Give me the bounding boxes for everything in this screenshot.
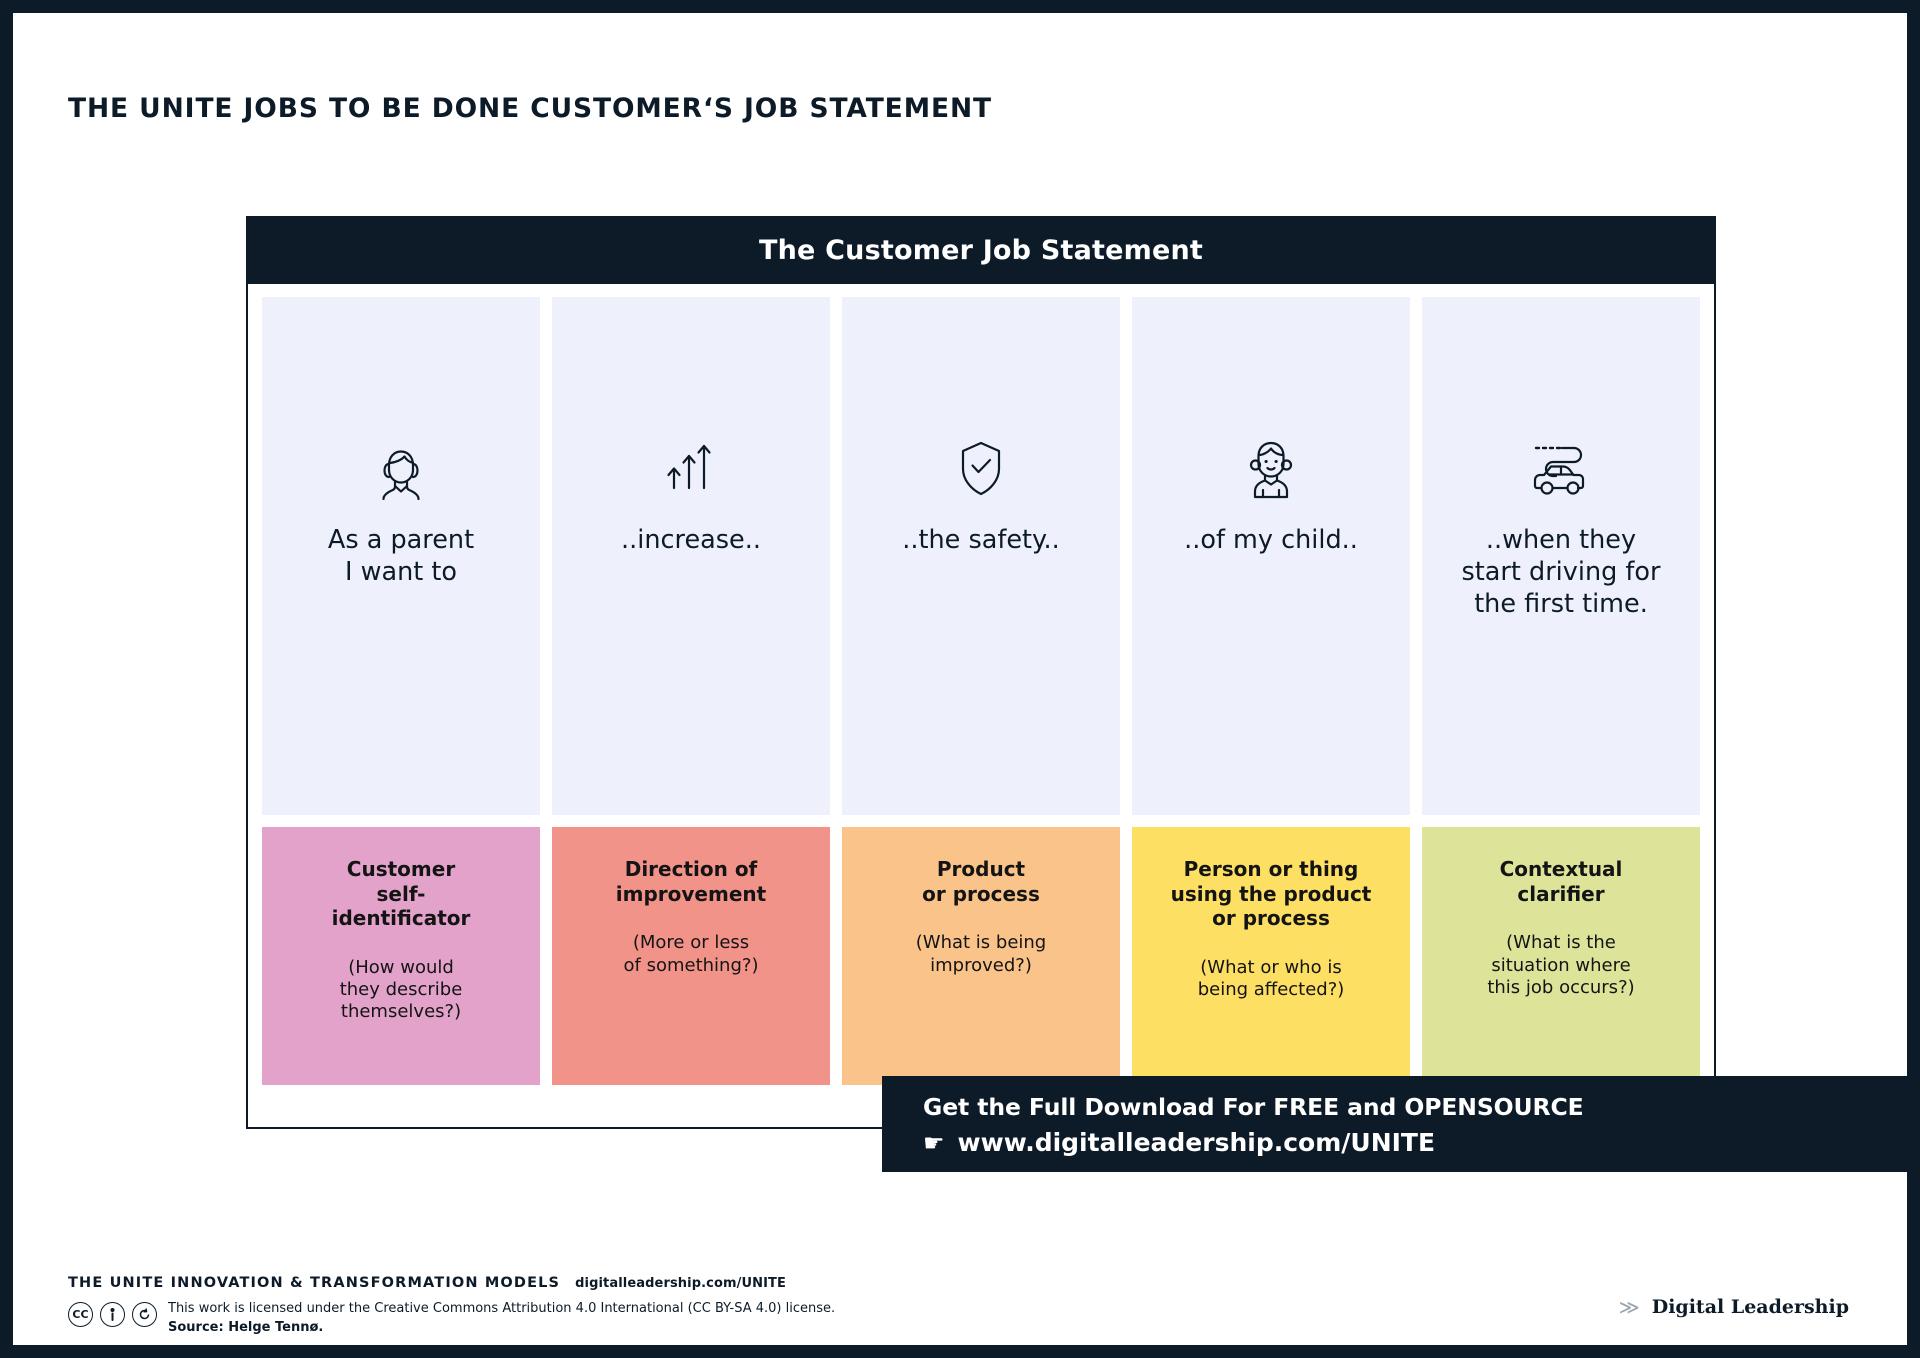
- column-5-label: Contextual clarifier: [1499, 857, 1623, 906]
- column-1-label-block: Customer self- identificator (How would …: [262, 827, 540, 1085]
- logo-text: Digital Leadership: [1651, 1296, 1849, 1318]
- footer-body: CC This work is: [68, 1300, 835, 1338]
- column-3-phrase: ..the safety..: [902, 525, 1060, 555]
- panel-header: The Customer Job Statement: [246, 216, 1716, 284]
- footer-url[interactable]: digitalleadership.com/UNITE: [575, 1276, 786, 1291]
- column-2-label: Direction of improvement: [615, 857, 767, 906]
- child-avatar-icon: [1245, 437, 1297, 501]
- page-title: THE UNITE JOBS TO BE DONE CUSTOMER‘S JOB…: [68, 93, 993, 124]
- footer: THE UNITE INNOVATION & TRANSFORMATION MO…: [68, 1275, 835, 1338]
- column-1-phrase: As a parent I want to: [327, 525, 475, 588]
- promo-url-row[interactable]: ☛ www.digitalleadership.com/UNITE: [923, 1128, 1907, 1157]
- statement-column-4[interactable]: ..of my child.. Person or thing using th…: [1132, 297, 1410, 1085]
- digital-leadership-logo: ≫ Digital Leadership: [1619, 1296, 1849, 1318]
- creative-commons-icons: CC: [68, 1300, 157, 1327]
- column-4-top: ..of my child..: [1132, 297, 1410, 815]
- woman-avatar-icon: [373, 437, 429, 501]
- column-1-top: As a parent I want to: [262, 297, 540, 815]
- column-2-question: (More or less of something?): [623, 932, 759, 976]
- job-statement-panel: The Customer Job Statement: [246, 216, 1716, 1129]
- car-road-icon: [1526, 437, 1596, 501]
- cc-sa-icon: [132, 1302, 157, 1327]
- column-3-question: (What is being improved?): [915, 932, 1047, 976]
- column-4-label: Person or thing using the product or pro…: [1170, 857, 1372, 931]
- page-canvas: THE UNITE JOBS TO BE DONE CUSTOMER‘S JOB…: [13, 13, 1907, 1345]
- statement-column-2[interactable]: ..increase.. Direction of improvement (M…: [552, 297, 830, 1085]
- promo-banner[interactable]: Get the Full Download For FREE and OPENS…: [882, 1076, 1907, 1172]
- statement-column-5[interactable]: ..when they start driving for the first …: [1422, 297, 1700, 1085]
- column-5-label-block: Contextual clarifier (What is the situat…: [1422, 827, 1700, 1085]
- footer-text-block: This work is licensed under the Creative…: [168, 1300, 835, 1338]
- cc-by-icon: [100, 1302, 125, 1327]
- column-4-phrase: ..of my child..: [1184, 525, 1358, 555]
- column-3-label: Product or process: [922, 857, 1040, 906]
- footer-top-row: THE UNITE INNOVATION & TRANSFORMATION MO…: [68, 1275, 835, 1291]
- promo-url[interactable]: www.digitalleadership.com/UNITE: [957, 1128, 1436, 1157]
- column-1-question: (How would they describe themselves?): [339, 956, 463, 1023]
- column-1-label: Customer self- identificator: [331, 857, 471, 931]
- footer-license: This work is licensed under the Creative…: [168, 1301, 836, 1316]
- column-3-top: ..the safety..: [842, 297, 1120, 815]
- pointing-hand-icon: ☛: [923, 1128, 945, 1157]
- cc-icon: CC: [68, 1302, 93, 1327]
- chevron-right-icon: ≫: [1618, 1295, 1640, 1319]
- three-up-arrows-icon: [661, 437, 721, 501]
- shield-check-icon: [957, 437, 1005, 501]
- statement-column-1[interactable]: As a parent I want to Customer self- ide…: [262, 297, 540, 1085]
- column-2-phrase: ..increase..: [621, 525, 761, 555]
- column-2-top: ..increase..: [552, 297, 830, 815]
- column-4-question: (What or who is being affected?): [1197, 956, 1345, 1001]
- promo-headline: Get the Full Download For FREE and OPENS…: [923, 1093, 1584, 1121]
- column-2-label-block: Direction of improvement (More or less o…: [552, 827, 830, 1085]
- column-5-question: (What is the situation where this job oc…: [1487, 932, 1635, 998]
- statement-columns: As a parent I want to Customer self- ide…: [248, 284, 1714, 1085]
- panel-header-title: The Customer Job Statement: [759, 234, 1203, 266]
- statement-column-3[interactable]: ..the safety.. Product or process (What …: [842, 297, 1120, 1085]
- footer-source: Source: Helge Tennø.: [168, 1319, 324, 1335]
- column-5-top: ..when they start driving for the first …: [1422, 297, 1700, 815]
- column-4-label-block: Person or thing using the product or pro…: [1132, 827, 1410, 1085]
- column-3-label-block: Product or process (What is being improv…: [842, 827, 1120, 1085]
- footer-brand: THE UNITE INNOVATION & TRANSFORMATION MO…: [68, 1275, 561, 1291]
- column-5-phrase: ..when they start driving for the first …: [1461, 525, 1661, 620]
